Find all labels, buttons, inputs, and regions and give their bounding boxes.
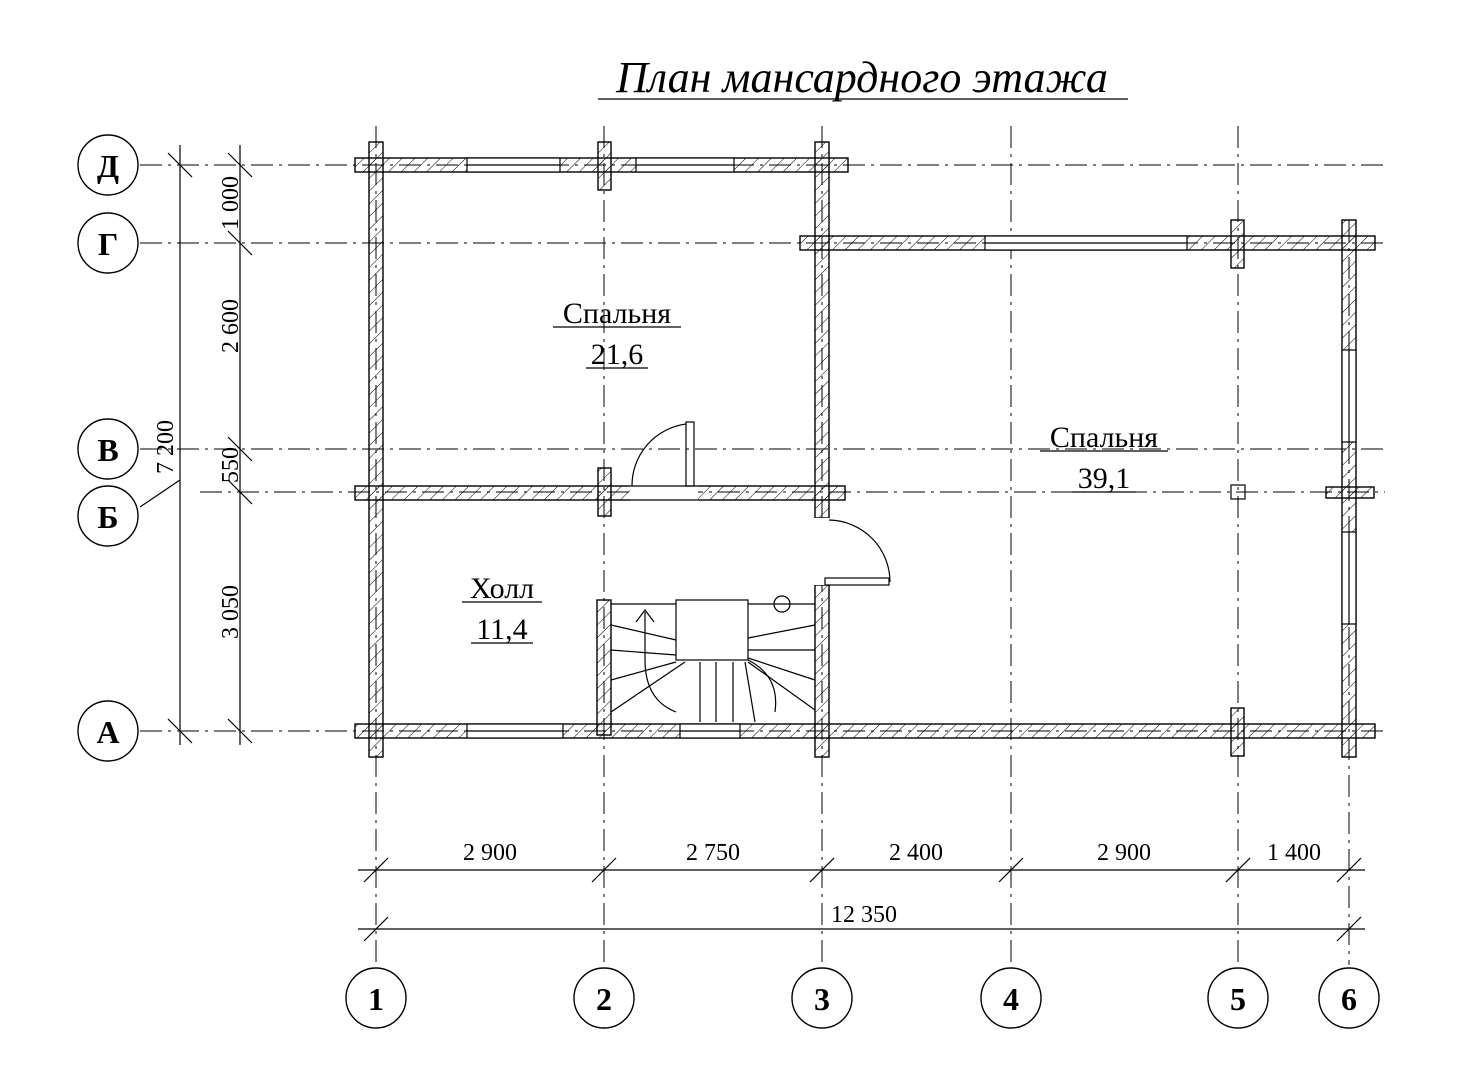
axis-bubble-6: 6 <box>1341 981 1357 1017</box>
dim-h-1-2: 2 900 <box>463 840 517 866</box>
room-bedroom-1-name: Спальня <box>563 297 671 330</box>
post-5-bottom <box>1230 707 1245 757</box>
plan-title: План мансардного этажа <box>615 53 1108 102</box>
vertical-dimensions: 7 200 1 000 2 600 550 3 050 <box>153 145 253 745</box>
axis-bubble-5: 5 <box>1230 981 1246 1017</box>
door-leaf-big-bedroom <box>824 577 890 586</box>
windows <box>466 157 1357 739</box>
axis-bubble-v: В <box>97 432 118 468</box>
row-axis-bubbles: Д Г В Б А <box>77 134 181 762</box>
stair-landing <box>675 599 749 661</box>
post-5-top <box>1230 219 1245 269</box>
dim-v-ba: 3 050 <box>218 585 244 639</box>
wall-2-stair <box>596 599 612 736</box>
wall-3-lower <box>814 584 830 758</box>
stair-post <box>773 595 791 613</box>
dim-v-vb: 550 <box>218 447 244 483</box>
horizontal-dimensions: 2 900 2 750 2 400 2 900 1 400 12 350 <box>358 840 1365 942</box>
dim-total-horizontal: 12 350 <box>831 902 897 928</box>
axis-bubble-a: А <box>96 714 119 750</box>
dim-total-vertical: 7 200 <box>153 420 179 474</box>
axis-bubble-1: 1 <box>368 981 384 1017</box>
room-hall-area: 11,4 <box>476 613 527 646</box>
post-2-top <box>597 141 612 191</box>
wall-3-upper <box>814 141 830 519</box>
dim-h-3-4: 2 400 <box>889 840 943 866</box>
dim-v-dg: 1 000 <box>218 176 244 230</box>
room-labels: Спальня 21,6 Спальня 39,1 Холл 11,4 <box>462 297 1168 646</box>
column-axis-bubbles: 1 2 3 4 5 6 <box>345 967 1380 1029</box>
axis-bubble-d: Д <box>97 148 119 184</box>
column-axis-lines <box>375 126 1350 965</box>
staircase <box>610 595 816 723</box>
axis-bubble-b: Б <box>97 499 118 535</box>
wall-1 <box>368 141 384 758</box>
stair-arrow-head <box>635 609 655 623</box>
axis-bubble-4: 4 <box>1003 981 1019 1017</box>
dim-h-2-3: 2 750 <box>686 840 740 866</box>
post-2-mid <box>597 467 612 517</box>
axis-bubble-2: 2 <box>596 981 612 1017</box>
room-bedroom-2-area: 39,1 <box>1078 462 1131 495</box>
dim-v-gv: 2 600 <box>218 299 244 353</box>
room-bedroom-1-area: 21,6 <box>591 338 644 371</box>
room-hall-name: Холл <box>470 572 534 605</box>
column-5b <box>1230 484 1246 500</box>
post-6b <box>1325 486 1375 499</box>
door-arc-big-bedroom <box>828 519 891 583</box>
axis-bubble-3: 3 <box>814 981 830 1017</box>
axis-bubble-g: Г <box>98 226 118 262</box>
door-leaf-bedroom <box>685 421 695 487</box>
dim-h-5-6: 1 400 <box>1267 840 1321 866</box>
door-arc-bedroom <box>631 423 687 487</box>
doors <box>630 421 891 586</box>
dim-h-4-5: 2 900 <box>1097 840 1151 866</box>
room-bedroom-2-name: Спальня <box>1050 421 1158 454</box>
